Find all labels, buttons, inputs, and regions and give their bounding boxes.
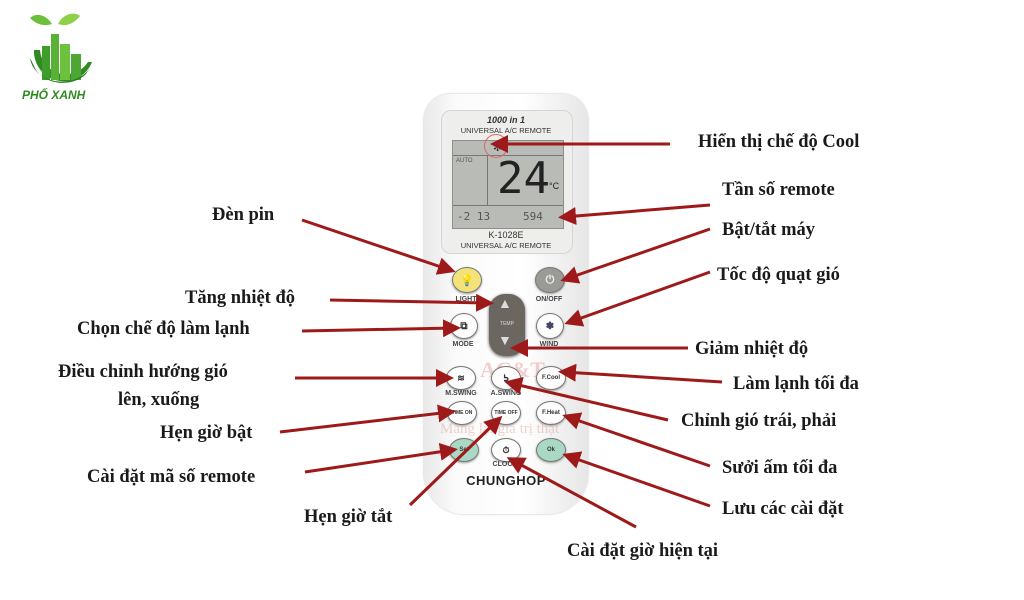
logo-text: PHỐ XANH [22, 88, 86, 102]
temp-label: TEMP [500, 321, 514, 327]
power-icon: ⏻ [545, 273, 555, 286]
temp-down-button[interactable]: ▼ [498, 334, 512, 349]
label-save: Lưu các cài đặt [722, 499, 844, 519]
light-label: LIGHT [455, 296, 477, 303]
model-label: K-1028E [488, 230, 524, 240]
fheat-button[interactable]: F.Heat [536, 401, 566, 425]
light-button[interactable]: 💡 [452, 267, 482, 293]
clock-label: CLOCK [492, 461, 518, 468]
onoff-button[interactable]: ⏻ [535, 267, 565, 293]
clock-button[interactable]: ⏱ [491, 438, 521, 462]
arrow-timer-off [408, 415, 503, 507]
arrow-max-heat [562, 412, 711, 468]
label-frequency: Tần số remote [722, 180, 835, 200]
wind-label: WIND [539, 341, 559, 348]
remote-brand: CHUNGHOP [466, 473, 546, 488]
arrow-flashlight [301, 218, 456, 275]
label-cool-display: Hiển thị chế độ Cool [698, 132, 860, 152]
lcd-auto: AUTO [456, 158, 473, 164]
ok-button[interactable]: Ok [536, 438, 566, 462]
arrow-max-cool [558, 363, 723, 384]
footer-sub: UNIVERSAL A/C REMOTE [460, 241, 552, 250]
label-max-heat: Sưởi ấm tối đa [722, 458, 838, 478]
fan-icon: ✽ [545, 320, 555, 332]
label-power: Bật/tắt máy [722, 220, 815, 240]
arrow-mode [301, 319, 461, 338]
label-temp-down: Giảm nhiệt độ [695, 339, 809, 359]
label-temp-up: Tăng nhiệt độ [185, 288, 296, 308]
arrow-swing-lr [504, 376, 669, 422]
label-swing-lr: Chỉnh gió trái, phải [681, 411, 837, 431]
arrow-save [562, 451, 711, 508]
arrow-set-clock [506, 457, 637, 529]
label-mode: Chọn chế độ làm lạnh [77, 319, 250, 339]
swing-updown-icon: ≋ [457, 372, 465, 383]
logo: PHỐ XANH [14, 8, 104, 102]
temp-up-button[interactable]: ▲ [498, 297, 512, 312]
lightbulb-icon: 💡 [460, 274, 474, 287]
mode-label: MODE [452, 341, 474, 348]
lcd-temperature: 24 [497, 153, 550, 204]
label-fan-speed: Tốc độ quạt gió [717, 265, 840, 285]
label-flashlight: Đèn pin [212, 205, 275, 225]
clock-icon: ⏱ [502, 444, 510, 455]
mode-icon: ⧉ [460, 320, 468, 332]
label-swing-ud-2: lên, xuống [118, 390, 200, 410]
label-timer-off: Hẹn giờ tắt [304, 507, 393, 527]
arrow-timer-on [279, 404, 456, 434]
arrow-remote-code [304, 442, 458, 474]
arrow-power [560, 227, 711, 284]
lcd-screen: ✻ AUTO 24 °C -2 13 594 [452, 140, 564, 229]
lcd-bottom-left: -2 13 [457, 210, 491, 223]
lcd-unit: °C [549, 181, 560, 191]
arrow-temp-up [329, 293, 494, 312]
arrow-frequency [558, 203, 711, 225]
logo-graphic [30, 13, 92, 83]
arrow-fan-speed [564, 270, 711, 327]
label-remote-code: Cài đặt mã số remote [87, 467, 256, 487]
label-max-cool: Làm lạnh tối đa [733, 374, 859, 394]
onoff-label: ON/OFF [535, 296, 563, 303]
label-swing-ud-1: Điều chỉnh hướng gió [58, 362, 228, 382]
temp-rocker[interactable]: ▲ TEMP ▼ [489, 294, 525, 356]
mswing-label: M.SWING [445, 390, 477, 397]
label-timer-on: Hẹn giờ bật [160, 423, 253, 443]
header-top: 1000 in 1 [486, 115, 526, 125]
wind-button[interactable]: ✽ [536, 313, 564, 339]
header-sub: UNIVERSAL A/C REMOTE [460, 126, 552, 135]
lcd-bottom-right: 594 [523, 210, 543, 223]
label-set-clock: Cài đặt giờ hiện tại [567, 541, 719, 561]
